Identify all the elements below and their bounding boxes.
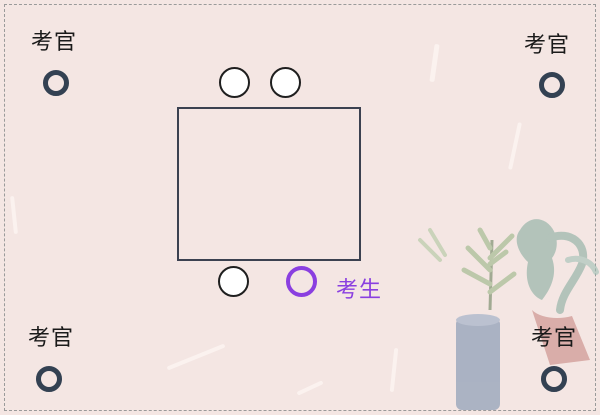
examiner-seat-top-left [43,70,69,96]
examiner-seat-bottom-left [36,366,62,392]
table-seat-top-left [219,67,250,98]
examiner-label-bottom-right: 考官 [531,326,578,351]
plant-decoration [418,219,599,410]
examiner-seat-bottom-right [541,366,567,392]
examiner-label-bottom-left: 考官 [28,326,75,351]
candidate-seat [286,266,317,297]
candidate-label: 考生 [336,278,383,303]
dashed-border [4,4,596,411]
examiner-seat-top-right [539,72,565,98]
table-seat-top-right [270,67,301,98]
examiner-label-top-right: 考官 [524,33,571,58]
examiner-label-top-left: 考官 [31,30,78,55]
table-seat-bottom [218,266,249,297]
exam-table [177,107,361,261]
